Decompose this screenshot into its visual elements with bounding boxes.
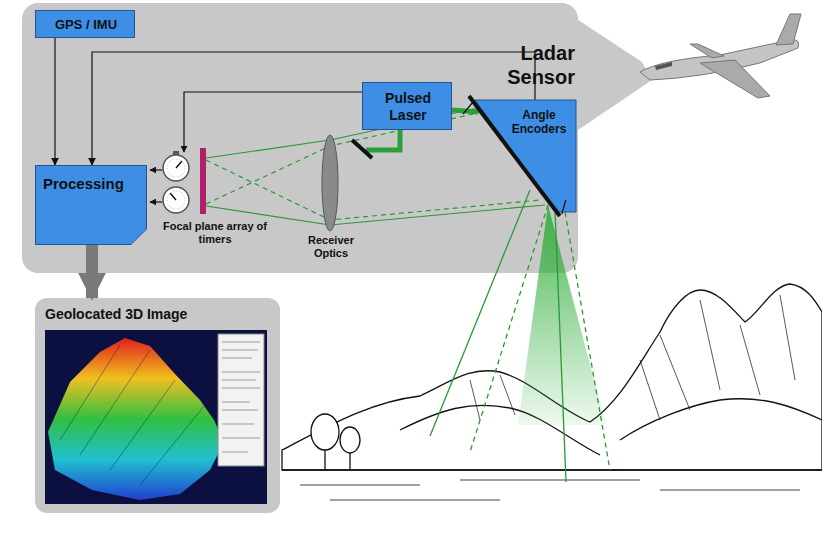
pulsed-laser-box: Pulsed Laser	[362, 82, 452, 130]
node-text: Processing	[43, 175, 141, 193]
timer-label: Focal plane array of timers	[160, 220, 270, 246]
signal-connector	[54, 38, 55, 165]
node-text: Geolocated 3D Image	[45, 306, 270, 323]
processing-shape	[36, 166, 147, 245]
encoder-shape	[475, 100, 576, 212]
sensor-panel: Ladar Sensor GPS / IMU Processing Pulsed La…	[22, 3, 578, 273]
laser-beams	[430, 190, 610, 482]
sensor-panel-ground	[22, 3, 578, 273]
receiver-lens	[322, 135, 338, 231]
signal-connector	[92, 52, 535, 165]
signal-wires	[150, 92, 362, 202]
timer-array	[163, 148, 206, 214]
node-text: Ladar Sensor	[450, 41, 575, 89]
processing-box: Processing	[35, 165, 147, 245]
node-text: Pulsed Laser	[368, 90, 448, 124]
node-text: GPS / IMU	[36, 17, 136, 33]
output-arrow	[86, 245, 98, 298]
node-text: Angle Encoders	[507, 108, 571, 136]
image-panel: Geolocated 3D Image	[35, 298, 280, 513]
image-panel-ground	[35, 298, 280, 513]
angle-encoders-box: Angle Encoders	[475, 100, 576, 212]
aircraft	[640, 14, 801, 98]
terrain-image	[45, 330, 267, 504]
gps-imu-box: GPS / IMU	[35, 10, 135, 38]
optics-label: Receiver Optics	[298, 234, 364, 260]
